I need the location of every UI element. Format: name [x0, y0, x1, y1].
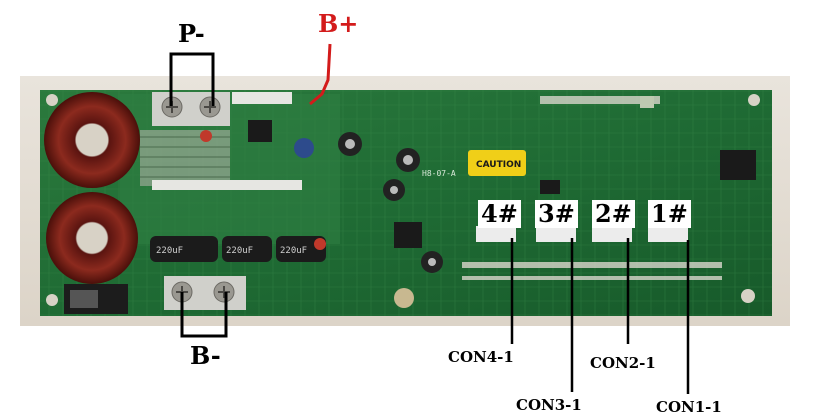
con2-1-label: CON2-1: [590, 354, 656, 372]
b-minus-label: B-: [190, 341, 221, 370]
connector-1-label: 1#: [648, 200, 691, 228]
electrolytic-caps: [200, 130, 443, 308]
cap-label-2: 220uF: [226, 246, 253, 256]
con1-1-label: CON1-1: [656, 398, 722, 416]
screw-terminal-p: [152, 92, 230, 126]
b-plus-wire: [309, 43, 332, 106]
toroid-coil-top: [44, 92, 140, 188]
connector-2-label: 2#: [592, 200, 635, 228]
screw-terminal-b: [164, 276, 246, 310]
toroid-coil-bottom: [46, 192, 138, 284]
b-minus-bracket: [180, 292, 228, 338]
connector-3-label: 3#: [535, 200, 578, 228]
connector-headers: [476, 226, 688, 242]
p-minus-bracket: [169, 52, 215, 106]
p-minus-label: P-: [178, 19, 205, 48]
pcb-board: [40, 90, 772, 316]
con4-1-label: CON4-1: [448, 348, 514, 366]
caution-text: CAUTION: [476, 160, 521, 170]
con3-1-label: CON3-1: [516, 396, 582, 414]
capacitors: 220uF 220uF 220uF: [150, 236, 326, 262]
b-plus-label: B+: [318, 9, 359, 38]
ic-chips: [248, 120, 756, 248]
mounting-holes: [46, 94, 760, 306]
caution-sticker: CAUTION: [468, 150, 526, 176]
cap-label-3: 220uF: [280, 246, 307, 256]
board-code: H8-07-A: [422, 169, 456, 178]
connector-4-label: 4#: [478, 200, 521, 228]
cap-label-1: 220uF: [156, 246, 183, 256]
